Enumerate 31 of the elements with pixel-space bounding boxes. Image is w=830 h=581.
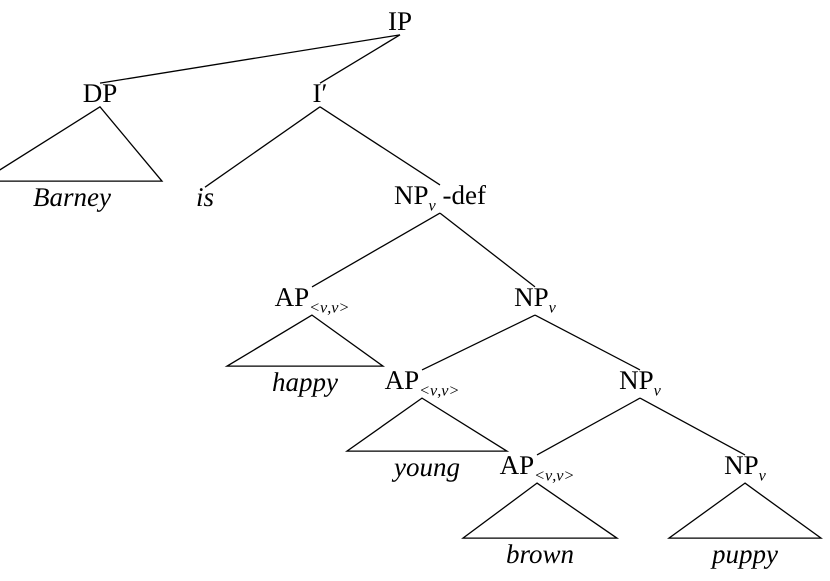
- branch-line: [422, 314, 536, 370]
- category-label: NP$_{ν}$: [724, 450, 766, 486]
- branch-line: [440, 212, 536, 288]
- triangle-branch: [0, 106, 164, 182]
- branch-line: [320, 34, 400, 84]
- terminal-word: happy: [272, 368, 338, 398]
- triangle-branch: [344, 397, 510, 452]
- branch-line: [204, 106, 320, 188]
- branch-line: [320, 106, 440, 186]
- branch-line: [100, 34, 400, 84]
- category-label: I′: [312, 79, 328, 109]
- category-label: NP$_{ν}$ -def: [394, 180, 486, 216]
- branch-line: [312, 212, 440, 288]
- triangle-branch: [461, 482, 620, 539]
- category-label: DP: [82, 79, 118, 109]
- triangle-branch: [224, 314, 386, 367]
- triangle-branch: [667, 482, 823, 539]
- category-label: NP$_{ν}$: [619, 366, 661, 400]
- category-label: NP$_{ν}$: [514, 282, 556, 318]
- branch-line: [536, 398, 640, 456]
- category-label: AP$_{<ν,ν>}$: [500, 450, 574, 486]
- branch-line: [640, 398, 746, 456]
- terminal-word: young: [394, 453, 460, 483]
- category-label: IP: [388, 7, 412, 37]
- category-label: AP$_{<ν,ν>}$: [384, 366, 460, 400]
- terminal-word: brown: [506, 540, 574, 570]
- branch-line: [534, 314, 640, 370]
- category-label: AP$_{<ν,ν>}$: [274, 282, 350, 318]
- terminal-word: Barney: [33, 183, 111, 213]
- terminal-word: is: [196, 183, 214, 213]
- terminal-word: puppy: [712, 540, 778, 570]
